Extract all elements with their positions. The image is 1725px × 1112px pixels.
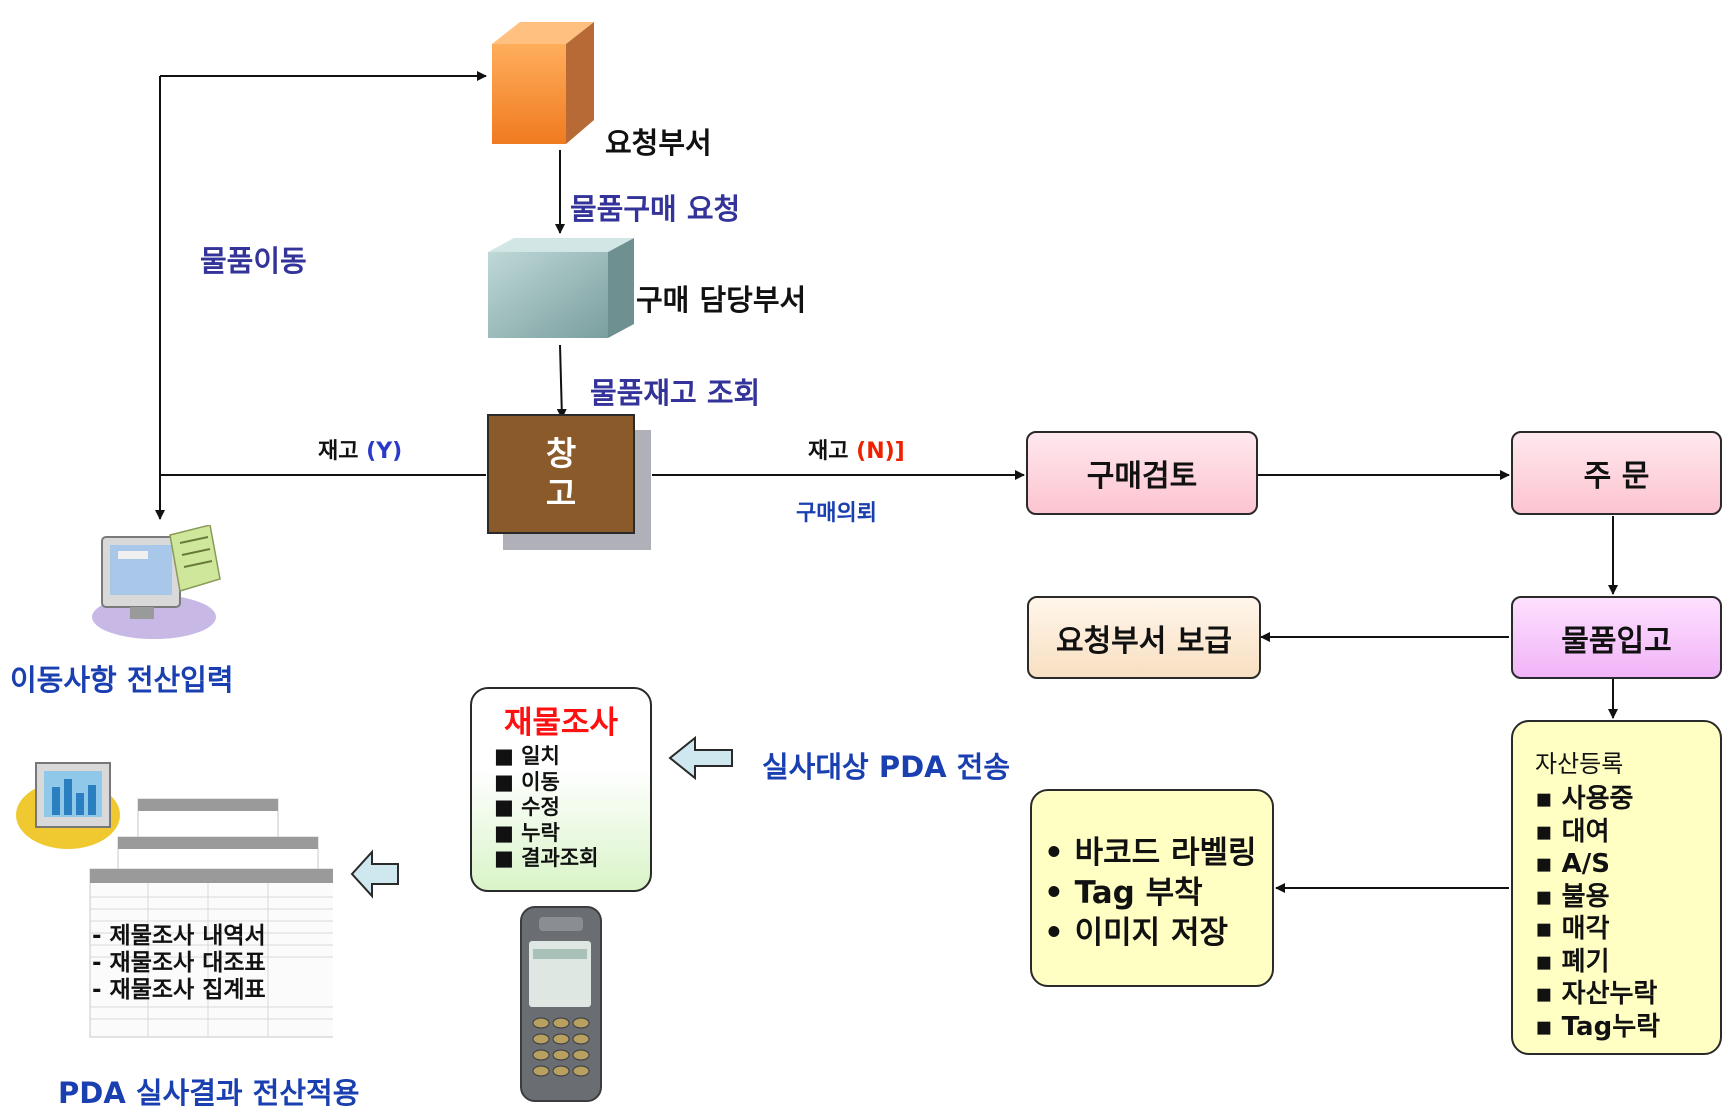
stock-no-flag: (N)] [856,439,905,464]
stock-no-label: 재고 (N)] [808,433,905,465]
teal-cube-icon [488,238,634,338]
inventory-check-list: ■ 일치■ 이동■ 수정■ 누락■ 결과조회 [494,744,650,872]
movement-input-label: 이동사항 전산입력 [10,663,234,697]
labeling-list: • 바코드 라벨링 • Tag 부착 • 이미지 저장 [1044,833,1272,953]
asset-status-item: ▪ 매각 [1535,914,1610,944]
supply-to-dept-box: 요청부서 보급 [1027,596,1261,679]
hollow-arrow-pda-send [668,735,733,781]
order-box: 주 문 [1511,431,1722,515]
labeling-item: • 바코드 라벨링 [1044,835,1257,871]
inventory-check-item: ■ 수정 [494,795,560,819]
pda-send-label: 실사대상 PDA 전송 [762,750,1011,784]
asset-status-item: ▪ 대여 [1535,816,1610,847]
pda-device-icon [520,906,602,1102]
hollow-arrow-to-reports [350,849,399,899]
inventory-check-item: ■ 이동 [494,769,560,794]
purchase-review-box: 구매검토 [1026,431,1258,515]
warehouse-char-1: 창 [545,434,577,473]
asset-status-list: ▪ 사용중▪ 대여▪ A/S▪ 불용▪ 매각▪ 폐기▪ 자산누락▪ Tag누락 [1535,783,1720,1043]
purchase-commission-label: 구매의뢰 [796,501,877,526]
pda-apply-label: PDA 실사결과 전산적용 [58,1076,360,1110]
labeling-item: • Tag 부착 [1044,875,1203,911]
warehouse-node: 창 고 [487,414,635,534]
spreadsheet-stack-icon [16,762,333,1038]
goods-receipt-box: 물품입고 [1511,596,1722,679]
stock-yes-word: 재고 [318,439,359,464]
asset-registration-box: 자산등록 ▪ 사용중▪ 대여▪ A/S▪ 불용▪ 매각▪ 폐기▪ 자산누락▪ T… [1511,720,1722,1055]
inventory-check-item: ■ 일치 [494,744,560,768]
report-item: - 제물조사 내역서 [92,923,266,949]
labeling-item: • 이미지 저장 [1044,915,1228,951]
report-item: - 재물조사 집계표 [92,977,266,1003]
arrow-purchase-to-warehouse [556,344,567,419]
stock-inquiry-label: 물품재고 조회 [590,376,761,410]
inventory-check-box: 재물조사 ■ 일치■ 이동■ 수정■ 누락■ 결과조회 [470,687,652,892]
asset-status-item: ▪ 불용 [1535,881,1610,912]
asset-status-item: ▪ 사용중 [1535,784,1634,814]
asset-status-item: ▪ Tag누락 [1535,1011,1661,1042]
asset-status-item: ▪ A/S [1535,849,1611,879]
computer-icon [92,525,221,639]
inventory-check-title: 재물조사 [504,705,619,741]
report-item: - 재물조사 대조표 [92,950,266,976]
orange-cube-icon [492,22,594,144]
purchase-request-label: 물품구매 요청 [570,192,741,226]
asset-status-item: ▪ 자산누락 [1535,979,1658,1009]
inventory-check-item: ■ 누락 [494,820,560,845]
asset-status-item: ▪ 폐기 [1535,946,1610,977]
warehouse-char-2: 고 [545,474,577,513]
report-list: - 제물조사 내역서- 재물조사 대조표- 재물조사 집계표 [92,923,266,1004]
goods-move-label: 물품이동 [200,244,307,278]
labeling-box: • 바코드 라벨링 • Tag 부착 • 이미지 저장 [1030,789,1274,987]
asset-registration-title: 자산등록 [1535,750,1624,778]
stock-no-word: 재고 [808,439,849,464]
inventory-check-item: ■ 결과조회 [494,846,599,870]
purchase-dept-label: 구매 담당부서 [636,283,807,317]
stock-yes-label: 재고 (Y) [318,433,402,465]
request-dept-label: 요청부서 [605,126,712,160]
stock-yes-flag: (Y) [366,439,403,464]
